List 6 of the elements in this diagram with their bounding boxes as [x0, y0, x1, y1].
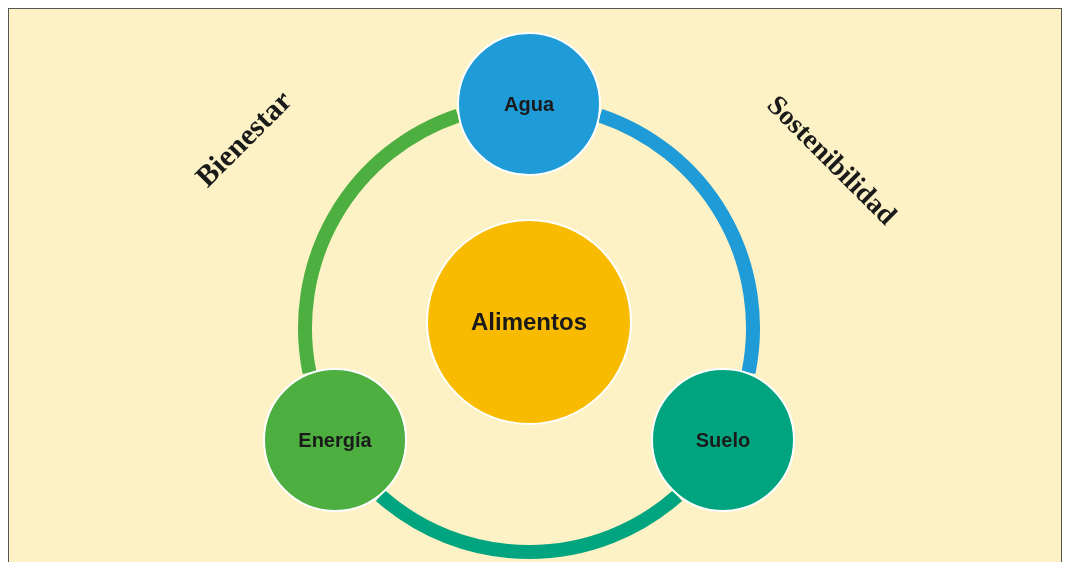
- connector-arc: [376, 490, 682, 559]
- node-label: Energía: [298, 428, 372, 453]
- connector-arc: [597, 109, 760, 374]
- node-label: Suelo: [695, 428, 751, 453]
- node-label: Agua: [504, 92, 554, 117]
- node-label: Alimentos: [471, 307, 587, 337]
